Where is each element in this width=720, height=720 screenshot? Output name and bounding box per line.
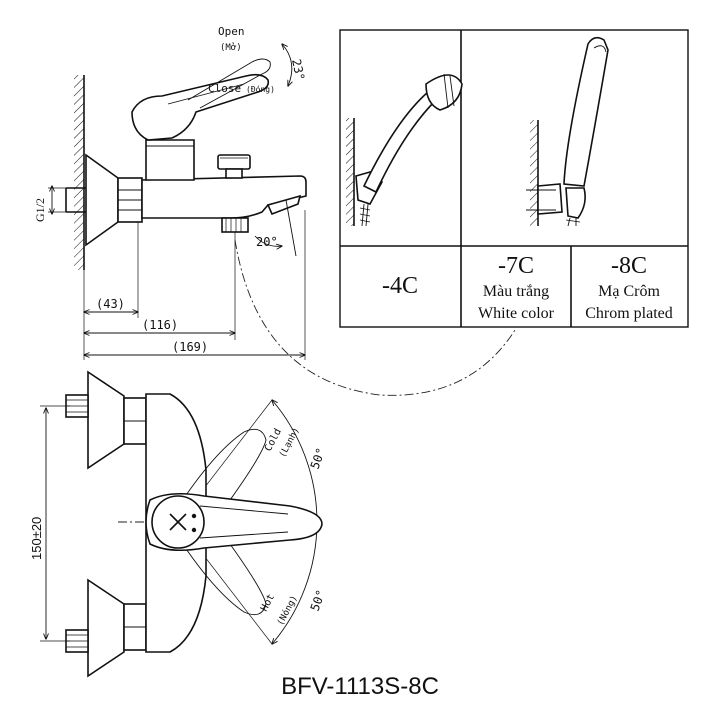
- lever-close-vi-label: (Đóng): [246, 84, 275, 94]
- thread-dimension: [48, 186, 66, 214]
- thread-label: G1/2: [33, 198, 47, 222]
- wall-flange: [85, 153, 119, 247]
- dim-label-169: (169): [172, 340, 208, 354]
- variant-8c-name-vi: Mạ Crôm: [598, 283, 660, 300]
- lever-angle-arc: [282, 44, 292, 86]
- top-view: Cold (Lạnh) 50° Hot (Nóng) 50° 150±20: [29, 370, 329, 678]
- hand-shower-upright: [526, 36, 609, 227]
- hex-nut: [117, 177, 143, 223]
- spout-tip: [266, 194, 302, 216]
- variant-panel: -4C -7C Màu trắng White color -8C Mạ Crô…: [339, 29, 689, 328]
- handle-hot-position: [175, 513, 267, 616]
- dim-label-116: (116): [142, 318, 178, 332]
- hot-angle-label: 50°: [308, 588, 329, 613]
- variant-7c-code: -7C: [498, 253, 534, 279]
- variant-7c-name-vi: Màu trắng: [483, 283, 549, 300]
- lever-angle-label: 23°: [289, 58, 307, 82]
- lever-handle: [131, 73, 270, 141]
- lever-open-vi-label: (Mở): [220, 42, 242, 53]
- variant-7c-name-en: White color: [478, 305, 555, 322]
- upper-inlet: [65, 370, 147, 470]
- spout-angle-marker: [254, 199, 297, 257]
- cold-angle-label: 50°: [308, 446, 329, 471]
- handle-cold-position: [175, 428, 267, 531]
- lever-close-label: Close: [208, 82, 241, 95]
- variant-8c-code: -8C: [611, 253, 647, 279]
- spout-angle-label: 20°: [256, 235, 278, 249]
- cartridge-housing: [145, 139, 195, 181]
- lower-inlet: [65, 578, 147, 678]
- mixer-body: [141, 175, 307, 219]
- hot-label: Hot: [259, 592, 277, 613]
- variant-4c-code: -4C: [382, 273, 418, 299]
- diverter-knob: [217, 154, 251, 179]
- side-view: Open (Mở) Close (Đóng) 23° 20° G1/2 (43)…: [33, 25, 516, 396]
- variant-link-curve: [234, 239, 516, 396]
- dim-label-43: (43): [96, 297, 125, 311]
- center-distance-label: 150±20: [29, 517, 44, 560]
- hot-vi-label: (Nóng): [275, 594, 300, 628]
- side-view-wall: [74, 75, 85, 270]
- hand-shower-angled: [346, 73, 463, 227]
- model-number: BFV-1113S-8C: [281, 673, 439, 700]
- lever-open-outline: [187, 58, 271, 109]
- inlet-pipe: [65, 187, 86, 213]
- threaded-outlet: [221, 217, 249, 233]
- variant-8c-name-en: Chrom plated: [585, 305, 673, 322]
- lever-open-label: Open: [218, 25, 245, 38]
